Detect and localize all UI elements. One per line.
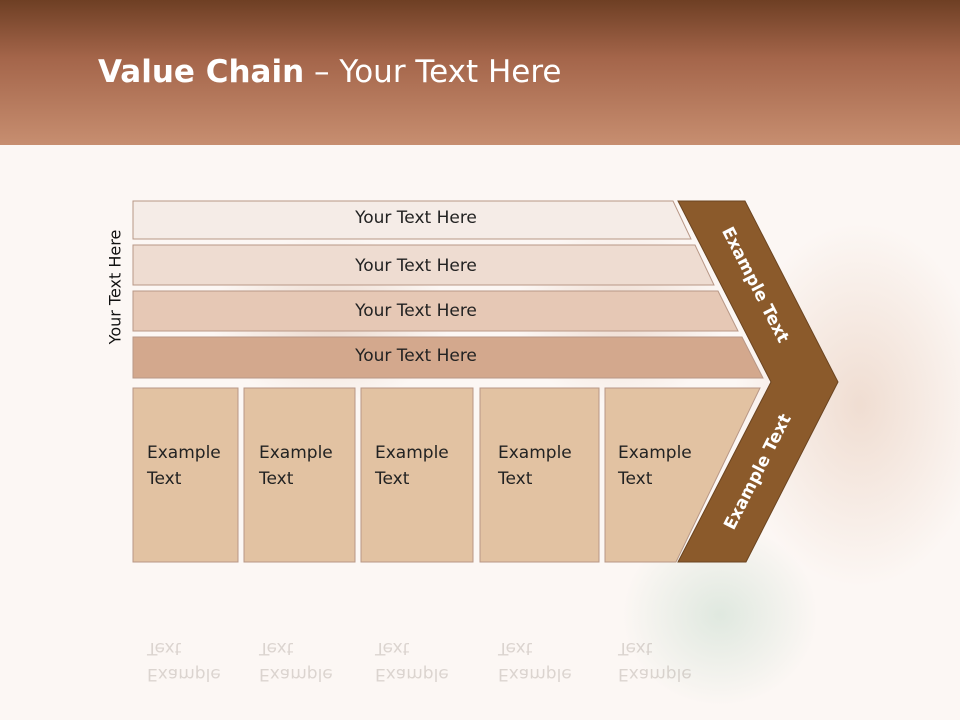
reflection-label-1-line1: Example xyxy=(147,664,221,684)
chevron-arrow xyxy=(677,200,839,563)
reflection-label-3: Example Text xyxy=(375,635,449,687)
column-label-3-line2: Text xyxy=(375,469,410,489)
row-label-3: Your Text Here xyxy=(355,301,477,321)
column-label-3-line1: Example xyxy=(375,443,449,463)
row-label-4: Your Text Here xyxy=(355,346,477,366)
reflection-label-1: Example Text xyxy=(147,635,221,687)
reflection-label-5-line1: Example xyxy=(618,664,692,684)
reflection-label-4-line2: Text xyxy=(498,638,533,658)
title-banner xyxy=(0,0,960,145)
row-label-2: Your Text Here xyxy=(355,256,477,276)
slide-title-bold: Value Chain xyxy=(98,54,305,90)
column-label-5-line1: Example xyxy=(618,443,692,463)
column-box-5 xyxy=(604,387,761,563)
row-band-2 xyxy=(132,244,715,286)
reflection-label-4-line1: Example xyxy=(498,664,572,684)
column-label-4-line1: Example xyxy=(498,443,572,463)
reflection-label-5: Example Text xyxy=(618,635,692,687)
reflection-label-5-line2: Text xyxy=(618,638,653,658)
row-band-3 xyxy=(132,290,739,332)
reflection-label-2-line1: Example xyxy=(259,664,333,684)
reflection-label-1-line2: Text xyxy=(147,638,182,658)
column-box-2 xyxy=(243,387,356,563)
column-label-2-line2: Text xyxy=(259,469,294,489)
row-band-4 xyxy=(132,336,764,379)
reflection-label-2-line2: Text xyxy=(259,638,294,658)
reflection-label-3-line2: Text xyxy=(375,638,410,658)
column-label-1-line1: Example xyxy=(147,443,221,463)
reflection-label-2: Example Text xyxy=(259,635,333,687)
column-label-2-line1: Example xyxy=(259,443,333,463)
reflection-label-4: Example Text xyxy=(498,635,572,687)
column-label-5-line2: Text xyxy=(618,469,653,489)
row-label-1: Your Text Here xyxy=(355,208,477,228)
column-box-1 xyxy=(132,387,239,563)
reflection-label-3-line1: Example xyxy=(375,664,449,684)
diagram-reflection: Example Text Example Text Example Text Exam… xyxy=(130,562,830,702)
row-band-1 xyxy=(132,200,692,240)
column-label-4-line2: Text xyxy=(498,469,533,489)
column-label-1-line2: Text xyxy=(147,469,182,489)
slide-title-rest: – Your Text Here xyxy=(304,54,562,90)
column-box-4 xyxy=(479,387,600,563)
column-box-3 xyxy=(360,387,474,563)
slide-title: Value Chain – Your Text Here xyxy=(98,54,561,90)
